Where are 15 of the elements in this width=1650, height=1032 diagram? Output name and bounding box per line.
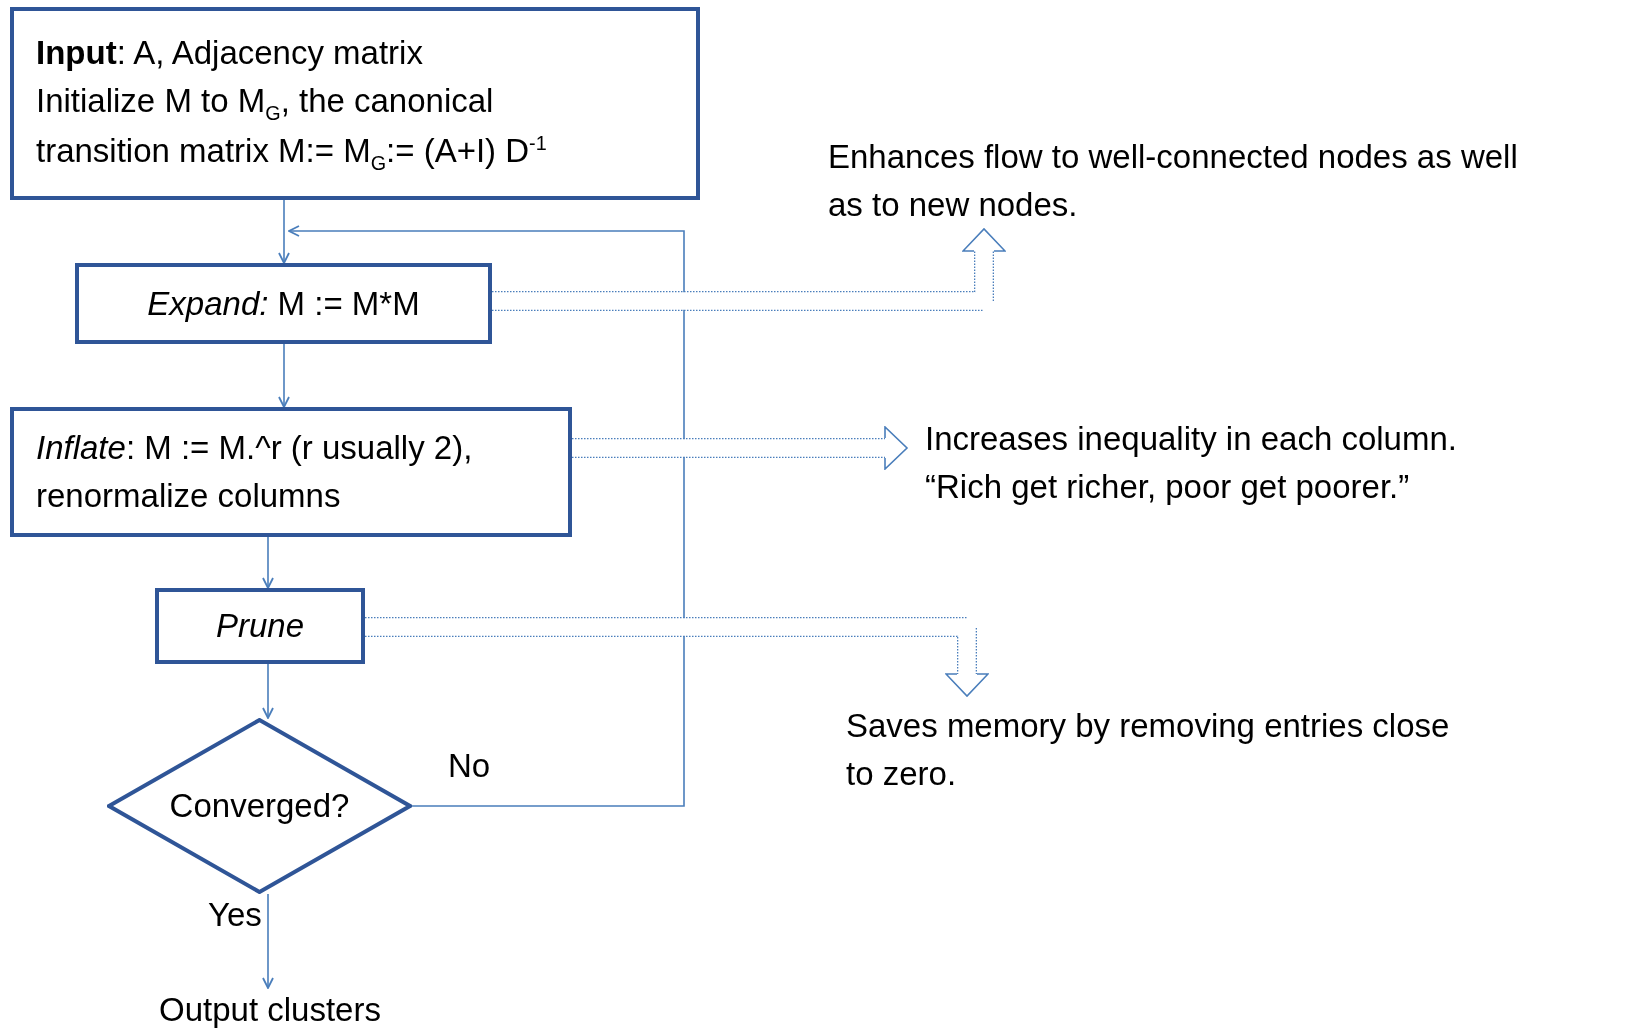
process-box: Inflate: M := M.^r (r usually 2), renormalize columns bbox=[10, 407, 572, 537]
flow-arrow bbox=[278, 343, 290, 408]
annotation-text: Saves memory by removing entries close to zero. bbox=[846, 696, 1471, 820]
flow-arrow bbox=[278, 199, 290, 264]
flow-arrow bbox=[262, 536, 274, 589]
decision-diamond: Converged? bbox=[107, 718, 412, 894]
annotation-text: Enhances flow to well-connected nodes as well as to new nodes. bbox=[828, 100, 1528, 229]
process-box: Prune bbox=[155, 588, 365, 664]
flow-arrow bbox=[262, 663, 274, 719]
annotation-text: Output clusters bbox=[120, 988, 420, 1032]
process-box: Expand: M := M*M bbox=[75, 263, 492, 344]
flow-arrow bbox=[262, 893, 274, 989]
flow-arrow bbox=[288, 225, 685, 807]
annotation-text: Increases inequality in each column. “Rich get richer, poor get poorer.” bbox=[907, 405, 1642, 520]
process-box: Input: A, Adjacency matrix Initialize M to M$_{G}$, the canonical transition matrix M:= M$_{G}$:= (A+I) D$^{-1}$ bbox=[10, 7, 700, 200]
